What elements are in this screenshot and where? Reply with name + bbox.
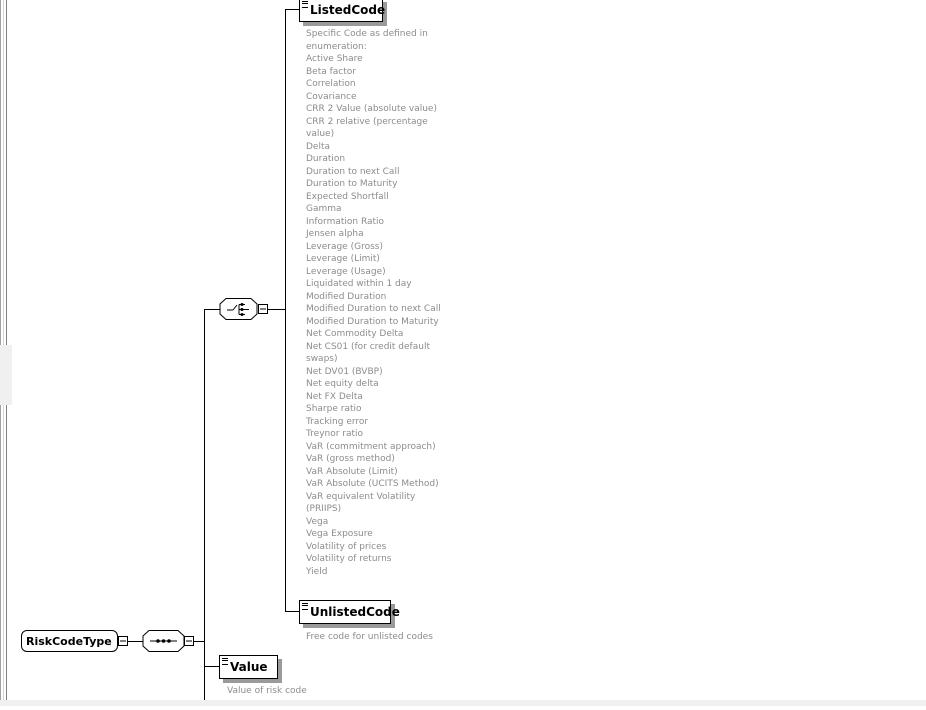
element-content-icon	[222, 658, 228, 665]
listed-code-doc-line: Leverage (Gross)	[306, 241, 383, 252]
listed-code-doc-line: value)	[306, 129, 335, 139]
listed-code-doc-line: CRR 2 relative (percentage	[306, 116, 428, 127]
listed-code-doc-line: Volatility of prices	[306, 541, 387, 552]
listed-code-doc-line: Modified Duration	[306, 291, 387, 302]
listed-code-doc-line: Specific Code as defined in	[306, 29, 428, 39]
listed-code-doc-line: swaps)	[306, 354, 338, 364]
left-panel-border	[0, 0, 12, 700]
listed-code-doc-line: Active Share	[306, 54, 363, 64]
listed-code-doc-line: Liquidated within 1 day	[306, 279, 412, 289]
listed-code-doc-line: VaR (commitment approach)	[306, 441, 436, 452]
element-content-icon	[302, 603, 308, 610]
left-panel-edge	[0, 0, 12, 706]
value-documentation: Value of risk code	[227, 686, 307, 696]
root-expand-icon[interactable]	[118, 635, 129, 648]
listed-code-doc-line: Jensen alpha	[306, 229, 364, 239]
listed-code-doc-line: VaR Absolute (Limit)	[306, 466, 398, 477]
value-label: Value	[230, 660, 268, 674]
listed-code-doc-line: Tracking error	[306, 416, 369, 427]
listed-code-element[interactable]: ListedCode	[299, 0, 386, 22]
listed-code-doc-line: Information Ratio	[306, 216, 385, 227]
listed-code-doc-line: Net equity delta	[306, 379, 379, 389]
listed-code-doc-line: Net DV01 (BVBP)	[306, 366, 383, 377]
sequence-compositor-icon[interactable]	[142, 629, 192, 653]
listed-code-doc-line: Vega	[306, 516, 329, 527]
listed-code-doc-line: Volatility of returns	[306, 554, 392, 564]
listed-code-doc-line: CRR 2 Value (absolute value)	[306, 104, 437, 114]
listed-code-doc-line: Duration	[306, 154, 346, 164]
listed-code-doc-line: Leverage (Usage)	[306, 266, 386, 277]
listed-code-doc-line: VaR equivalent Volatility	[306, 491, 416, 502]
listed-code-doc-line: Net Commodity Delta	[306, 329, 404, 339]
listed-code-doc-line: Leverage (Limit)	[306, 254, 380, 264]
listed-code-doc-line: Modified Duration to next Call	[306, 304, 441, 314]
listed-code-doc-line: Correlation	[306, 79, 356, 89]
listed-code-doc-line: enumeration:	[306, 41, 367, 52]
root-type-label: RiskCodeType	[26, 634, 112, 648]
listed-code-doc-line: Net CS01 (for credit default	[306, 341, 430, 352]
unlisted-code-documentation: Free code for unlisted codes	[306, 632, 433, 642]
listed-code-doc-line: Vega Exposure	[306, 529, 373, 539]
listed-code-doc-line: VaR (gross method)	[306, 454, 395, 464]
listed-code-doc-line: Duration to next Call	[306, 166, 400, 177]
element-content-icon	[302, 1, 308, 8]
listed-code-doc-line: Gamma	[306, 204, 342, 214]
sequence-expand-icon[interactable]	[184, 635, 195, 648]
listed-code-doc-line: Modified Duration to Maturity	[306, 316, 439, 327]
listed-code-doc-line: Sharpe ratio	[306, 404, 362, 414]
choice-expand-icon[interactable]	[258, 303, 269, 316]
listed-code-doc-line: Net FX Delta	[306, 391, 363, 402]
listed-code-doc-line: Delta	[306, 141, 331, 152]
listed-code-label: ListedCode	[310, 3, 386, 17]
bottom-scrollbar-track	[0, 700, 926, 706]
choice-compositor-icon[interactable]	[219, 297, 269, 321]
listed-code-doc-line: VaR Absolute (UCITS Method)	[306, 479, 439, 489]
unlisted-code-element[interactable]: UnlistedCode	[299, 600, 400, 624]
listed-code-doc-line: (PRIIPS)	[306, 504, 342, 514]
listed-code-doc-line: Yield	[306, 566, 328, 577]
listed-code-documentation: Specific Code as defined in enumeration: A…	[306, 28, 441, 578]
listed-code-doc-line: Covariance	[306, 91, 357, 102]
listed-code-doc-line: Expected Shortfall	[306, 191, 389, 202]
root-type-box[interactable]: RiskCodeType	[21, 630, 118, 652]
value-element[interactable]: Value	[219, 655, 278, 679]
listed-code-doc-line: Treynor ratio	[306, 429, 364, 439]
listed-code-doc-line: Duration to Maturity	[306, 179, 398, 189]
unlisted-code-label: UnlistedCode	[310, 605, 400, 619]
listed-code-doc-line: Beta factor	[306, 66, 356, 77]
